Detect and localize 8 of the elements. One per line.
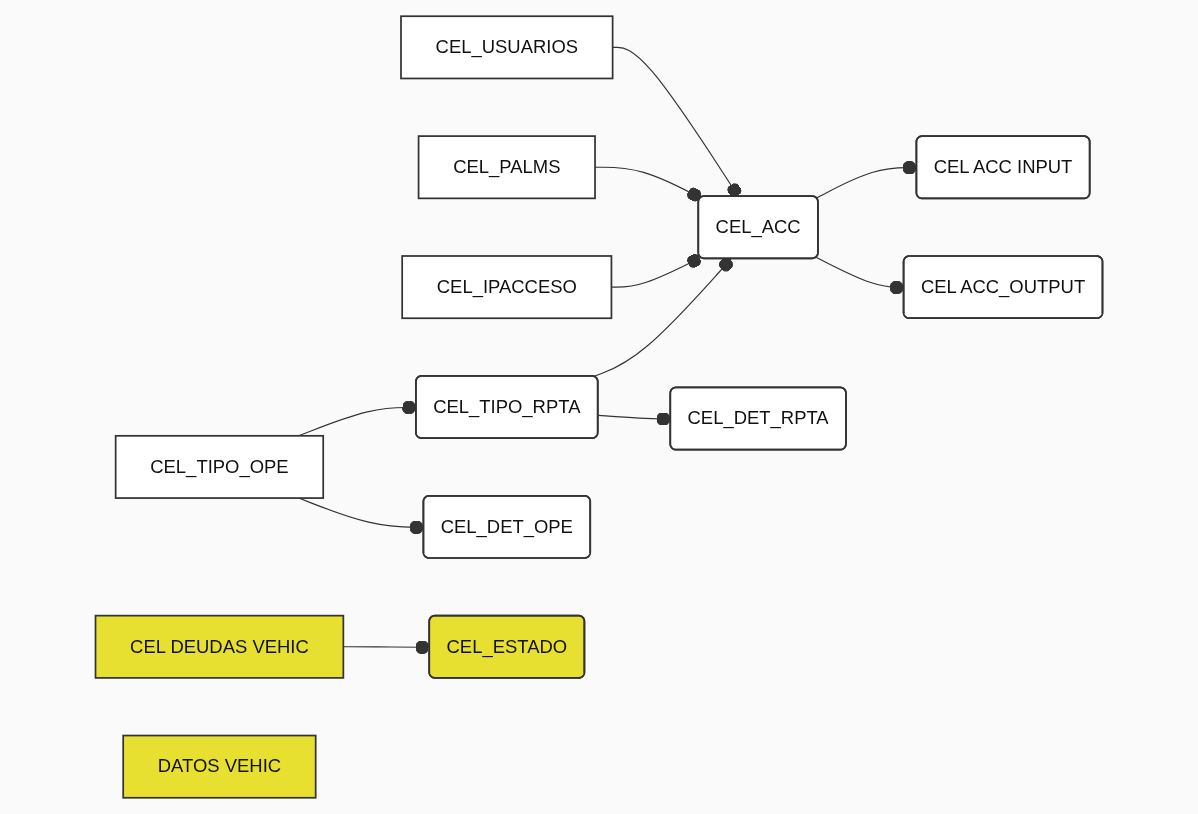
node-box: CEL_TIPO_OPE [114,434,325,499]
node-box: CEL DEUDAS VEHIC [94,614,345,679]
node-box: CEL_IPACCESO [401,255,613,320]
connector [612,46,742,198]
node-box: CEL_USUARIOS [400,15,614,80]
node-box: DATOS VEHIC [122,734,317,799]
connector [593,257,733,378]
node-box: CEL_PALMS [417,135,596,200]
